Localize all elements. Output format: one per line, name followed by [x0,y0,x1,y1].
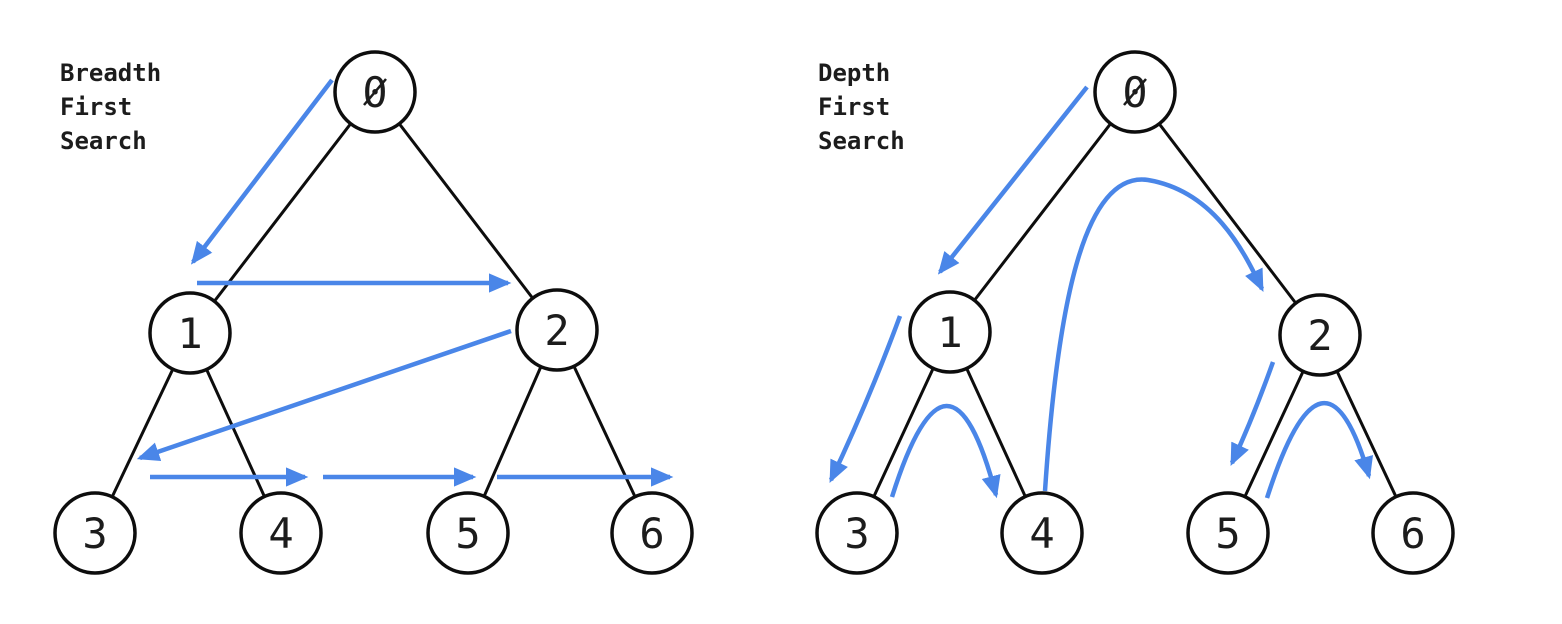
dfs-title-line-3: Search [818,127,905,155]
bfs-node-2-label: 2 [544,306,569,355]
dfs-diagram: Depth First Search 0 1 2 [815,50,1455,575]
bfs-node-4-circle [239,491,323,575]
dfs-edge-0-1 [948,91,1137,333]
bfs-node-0: 0 [333,50,417,134]
bfs-node-3-label: 3 [82,509,107,558]
dfs-node-6-label: 6 [1400,509,1425,558]
dfs-arrow-1-to-3 [828,315,903,484]
bfs-node-4: 4 [239,491,323,575]
dfs-node-4-label: 4 [1029,509,1054,558]
dfs-node-0: 0 [1093,50,1177,134]
bfs-node-5: 5 [426,491,510,575]
bfs-node-6: 6 [610,491,694,575]
slashed-zero-stroke [363,78,387,106]
bfs-arrow-2-to-3 [136,328,512,461]
dfs-node-6-circle [1371,491,1455,575]
dfs-node-5-label: 5 [1215,509,1240,558]
bfs-node-6-label: 6 [639,509,664,558]
dfs-node-5: 5 [1186,491,1270,575]
dfs-node-3-label: 3 [844,509,869,558]
bfs-node-6-circle [610,491,694,575]
bfs-node-5-label: 5 [455,509,480,558]
bfs-arrow-0-to-1 [190,78,334,265]
dfs-node-1-circle [908,290,992,374]
dfs-node-4: 4 [1000,491,1084,575]
dfs-node-3: 3 [815,491,899,575]
bfs-node-5-circle [426,491,510,575]
bfs-edge-0-1 [188,91,377,334]
bfs-node-3: 3 [53,491,137,575]
bfs-node-1: 1 [148,291,232,375]
dfs-title-line-2: First [818,93,890,121]
dfs-node-1-label: 1 [937,308,962,357]
dfs-edge-0-2 [1133,91,1322,336]
dfs-arrow-2-to-5 [1229,361,1276,467]
dfs-arrow-4-to-2 [1042,177,1265,492]
bfs-node-2: 2 [515,288,599,372]
slashed-zero-stroke [1123,78,1147,106]
bfs-diagram: Breadth First Search 0 1 2 [53,50,694,575]
bfs-node-3-circle [53,491,137,575]
dfs-node-4-circle [1000,491,1084,575]
bfs-node-1-label: 1 [177,309,202,358]
bfs-title-line-1: Breadth [60,59,161,87]
dfs-node-3-circle [815,491,899,575]
dfs-node-2-circle [1278,293,1362,377]
bfs-node-2-circle [515,288,599,372]
bfs-edge-0-2 [373,91,559,331]
bfs-node-1-circle [148,291,232,375]
dfs-node-2-label: 2 [1307,311,1332,360]
dfs-node-5-circle [1186,491,1270,575]
bfs-node-4-label: 4 [268,509,293,558]
bfs-title-line-3: Search [60,127,147,155]
dfs-arrow-3-to-4 [889,404,1001,499]
dfs-node-6: 6 [1371,491,1455,575]
dfs-node-1: 1 [908,290,992,374]
dfs-node-2: 2 [1278,293,1362,377]
bfs-title-line-2: First [60,93,132,121]
dfs-title-line-1: Depth [818,59,890,87]
dfs-arrow-5-to-6 [1264,400,1373,499]
dfs-arrow-0-to-1 [937,85,1089,275]
